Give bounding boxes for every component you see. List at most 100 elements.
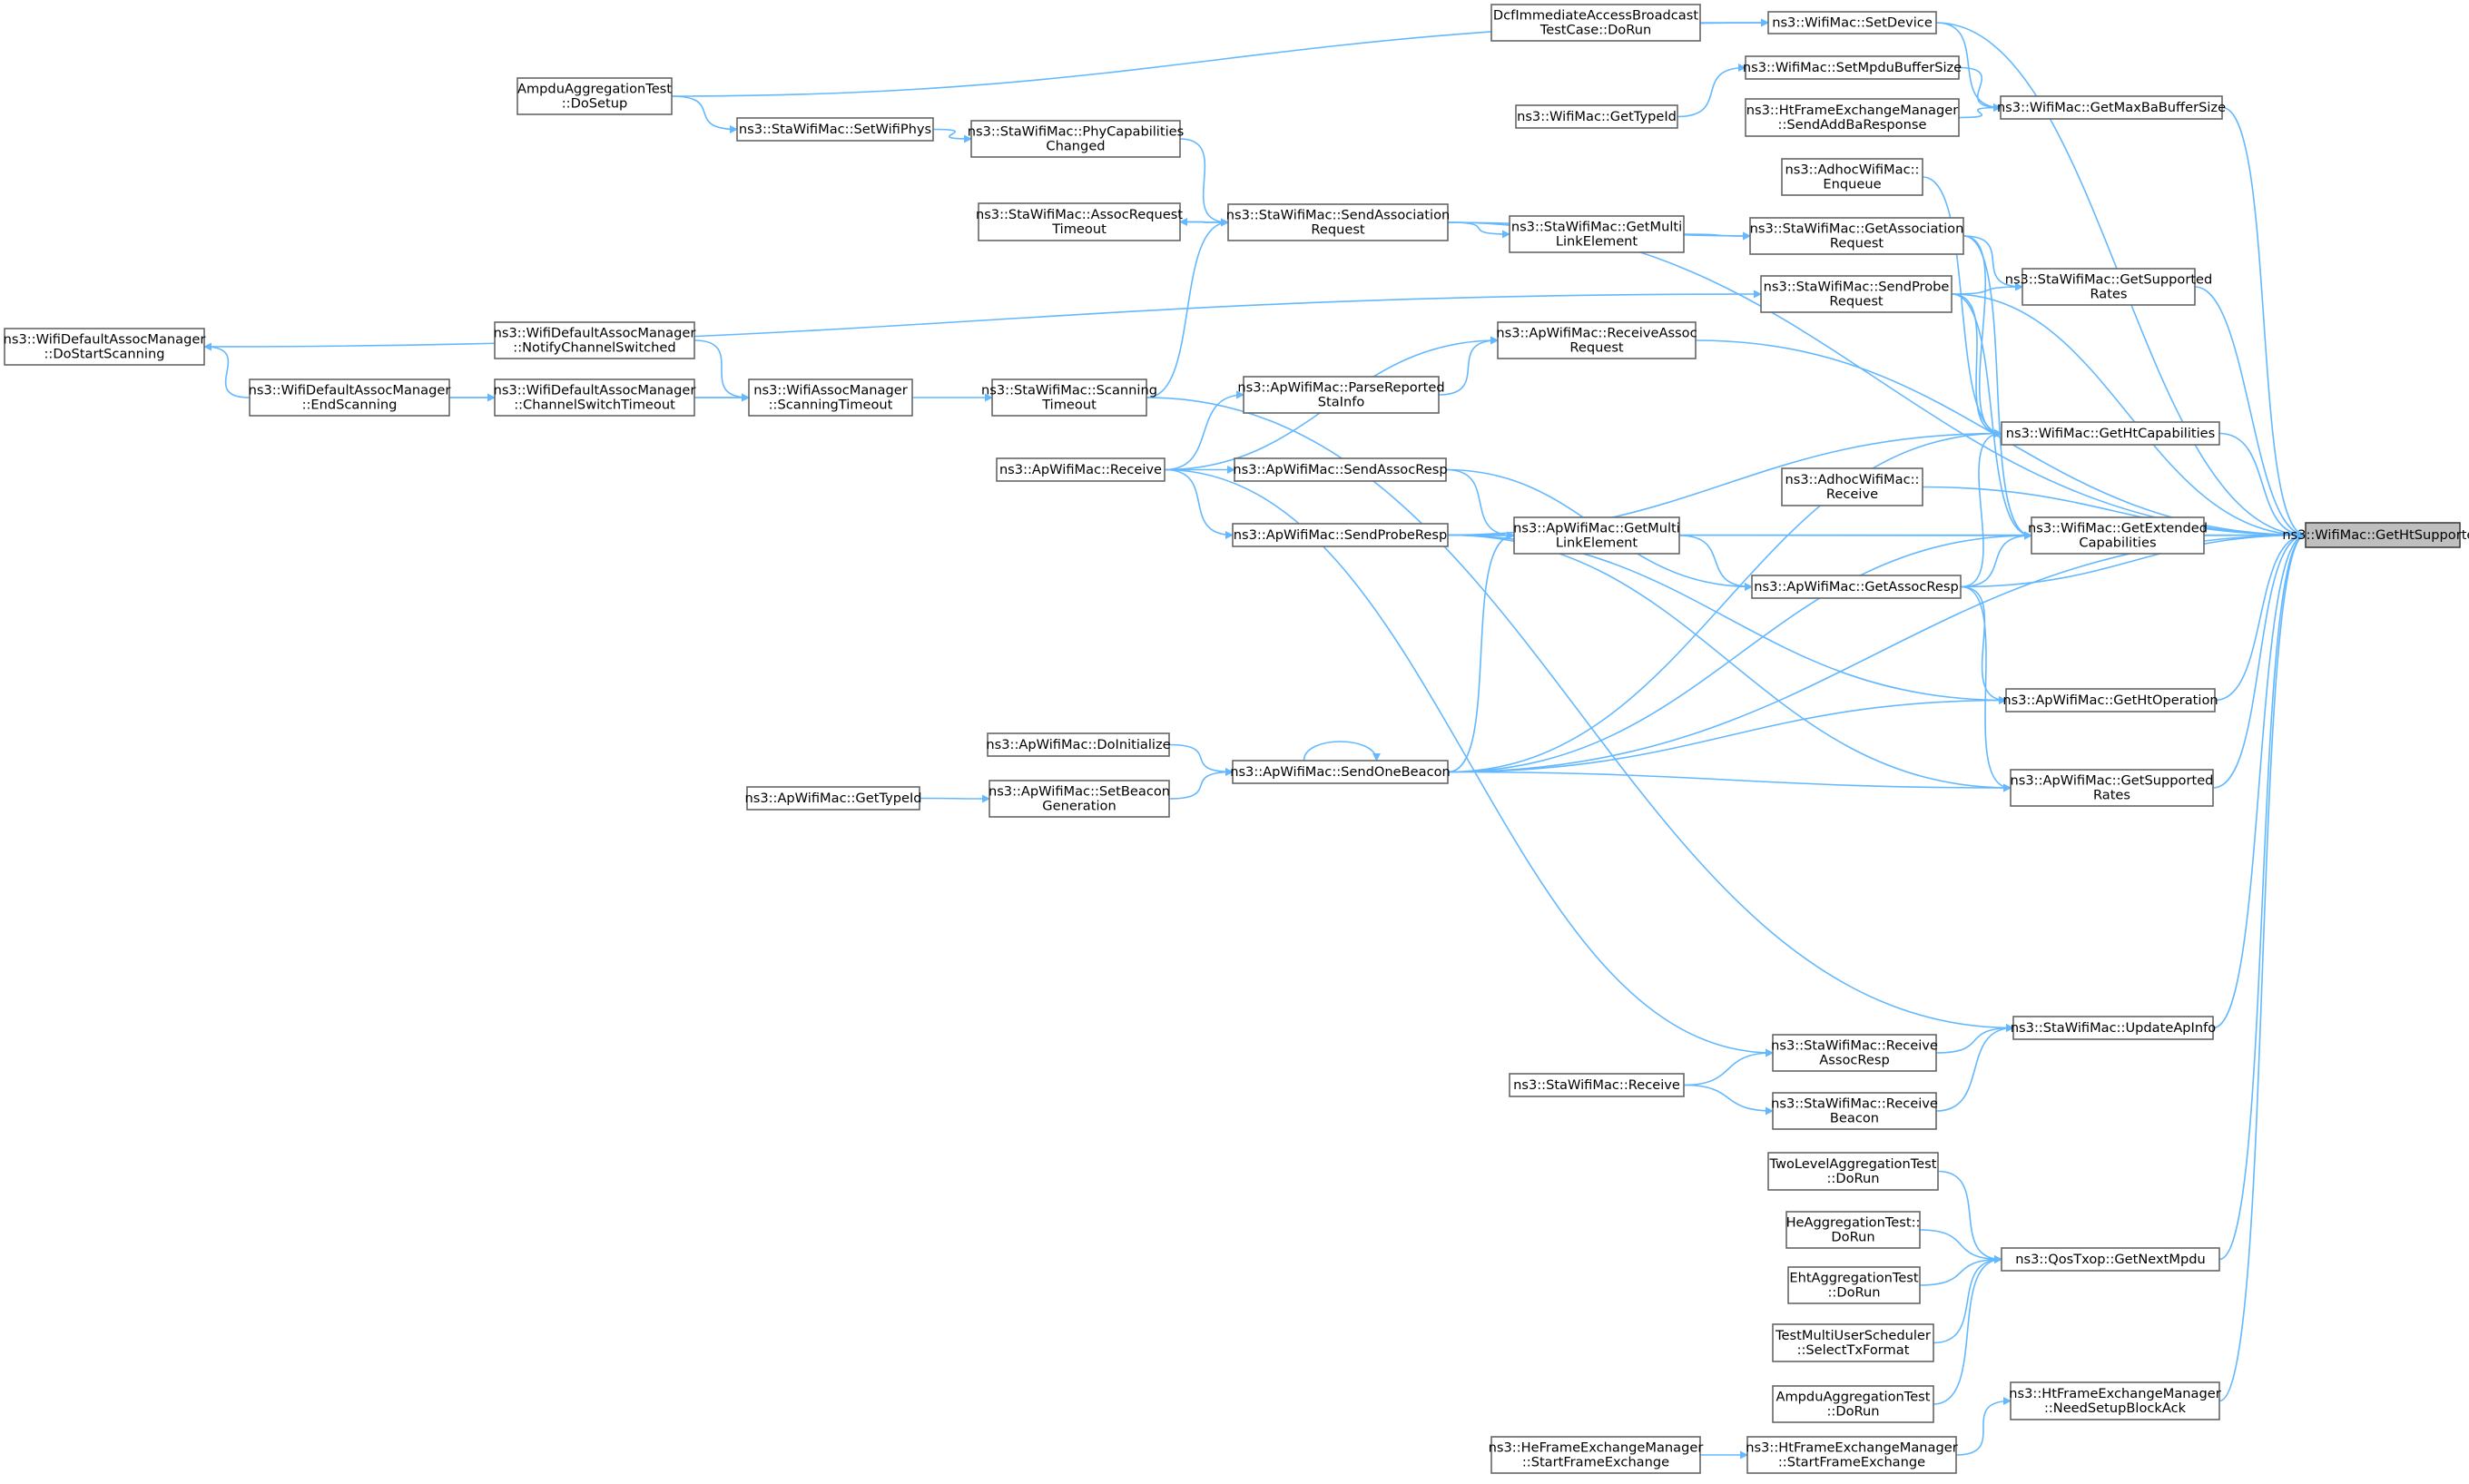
node-setdevice[interactable]: ns3::WifiMac::SetDevice — [1767, 11, 1937, 34]
node-label: DoRun — [1831, 1230, 1874, 1245]
node-scantimeout-am[interactable]: ns3::WifiAssocManager::ScanningTimeout — [748, 378, 913, 417]
node-box — [2010, 769, 2214, 807]
node-chswtimeout[interactable]: ns3::WifiDefaultAssocManager::ChannelSwi… — [494, 378, 696, 417]
edge-ht_start-to-needsetup — [1955, 1397, 2012, 1456]
node-needsetup[interactable]: ns3::HtFrameExchangeManager::NeedSetupBl… — [2009, 1381, 2221, 1420]
node-gethtcap[interactable]: ns3::WifiMac::GetHtCapabilities — [2001, 421, 2220, 446]
node-setmpdu[interactable]: ns3::WifiMac::SetMpduBufferSize — [1743, 55, 1962, 80]
node-label: ns3::ApWifiMac::GetTypeId — [744, 791, 921, 806]
edge-phycap-to-sendassocreq — [1179, 138, 1229, 227]
node-box — [1232, 523, 1449, 547]
edge-ap_getmulti-to-getassocresp — [1678, 535, 1753, 591]
node-label: ::DoRun — [1827, 1404, 1880, 1420]
edge-sendonebeacon-to-gethtcap — [1447, 429, 2002, 773]
node-root[interactable]: ns3::WifiMac::GetHtSupported — [2282, 522, 2469, 548]
node-box — [1760, 275, 1953, 313]
node-getnextmpdu[interactable]: ns3::QosTxop::GetNextMpdu — [2001, 1247, 2220, 1272]
node-ampdusetup[interactable]: AmpduAggregationTest::DoSetup — [516, 77, 673, 115]
edge-getassocresp-to-gethtcap — [1960, 429, 2002, 588]
node-scantimeout-sta[interactable]: ns3::StaWifiMac::ScanningTimeout — [981, 378, 1157, 417]
node-label: ns3::StaWifiMac::Receive — [1513, 1077, 1680, 1093]
node-label: ns3::WifiDefaultAssocManager — [494, 383, 696, 398]
edge-recvbeacon-to-updateapinfo — [1935, 1024, 2014, 1112]
edge-gethtop-to-root — [2214, 531, 2307, 702]
node-label: AssocResp — [1819, 1053, 1889, 1068]
node-ht-start[interactable]: ns3::HtFrameExchangeManager::StartFrameE… — [1746, 1436, 1958, 1474]
node-dcf[interactable]: DcfImmediateAccessBroadcastTestCase::DoR… — [1490, 4, 1701, 42]
node-getassocresp[interactable]: ns3::ApWifiMac::GetAssocResp — [1751, 575, 1962, 599]
node-ehtagg[interactable]: EhtAggregationTest::DoRun — [1787, 1266, 1921, 1304]
node-he-start[interactable]: ns3::HeFrameExchangeManager::StartFrameE… — [1489, 1436, 1704, 1474]
edge-setbeacongen-to-sendonebeacon — [1168, 768, 1234, 800]
node-box — [1746, 1436, 1957, 1474]
node-endscan[interactable]: ns3::WifiDefaultAssocManager::EndScannin… — [249, 378, 451, 417]
node-label: ns3::StaWifiMac::Receive — [1771, 1096, 1938, 1112]
node-htfem-sendaddba[interactable]: ns3::HtFrameExchangeManager::SendAddBaRe… — [1745, 98, 1960, 137]
node-testmu[interactable]: TestMultiUserScheduler::SelectTxFormat — [1772, 1323, 1934, 1362]
node-gettypeid-wm[interactable]: ns3::WifiMac::GetTypeId — [1515, 104, 1678, 129]
node-adhoc-enqueue[interactable]: ns3::AdhocWifiMac::Enqueue — [1781, 158, 1923, 196]
node-doinit[interactable]: ns3::ApWifiMac::DoInitialize — [986, 732, 1171, 757]
node-label: ::EndScanning — [302, 398, 398, 413]
node-box — [2000, 95, 2223, 120]
node-box — [1781, 158, 1923, 196]
node-sendassocresp[interactable]: ns3::ApWifiMac::SendAssocResp — [1233, 457, 1448, 482]
node-label: ns3::WifiMac::GetMaxBaBufferSize — [1997, 100, 2226, 115]
edge-setwifiphys-to-phycap — [932, 128, 972, 143]
node-label: ::DoRun — [1827, 1171, 1880, 1186]
node-adhoc-receive[interactable]: ns3::AdhocWifiMac::Receive — [1781, 467, 1923, 506]
node-sendproberesp[interactable]: ns3::ApWifiMac::SendProbeResp — [1232, 523, 1449, 547]
node-ampdurun[interactable]: AmpduAggregationTest::DoRun — [1772, 1385, 1934, 1423]
node-ap-receive[interactable]: ns3::ApWifiMac::Receive — [996, 457, 1166, 482]
node-ap-gettypeid[interactable]: ns3::ApWifiMac::GetTypeId — [744, 786, 922, 811]
node-label: Changed — [1046, 139, 1105, 154]
node-heagg[interactable]: HeAggregationTest::DoRun — [1785, 1211, 1921, 1249]
edge-sendprobereq-to-getextcap — [1951, 293, 2032, 540]
node-label: StaInfo — [1318, 395, 1365, 410]
node-label: ns3::ApWifiMac::GetSupported — [2011, 773, 2214, 789]
node-label: Request — [1829, 294, 1884, 310]
node-label: Receive — [1826, 486, 1878, 502]
node-notifych[interactable]: ns3::WifiDefaultAssocManager::NotifyChan… — [494, 321, 696, 359]
node-label: ns3::ApWifiMac::Receive — [999, 462, 1162, 477]
node-label: LinkElement — [1556, 234, 1638, 250]
node-updateapinfo[interactable]: ns3::StaWifiMac::UpdateApInfo — [2011, 1016, 2216, 1040]
node-label: ns3::ApWifiMac::SendProbeResp — [1234, 527, 1447, 543]
node-label: ::DoStartScanning — [44, 347, 165, 362]
node-label: ns3::HtFrameExchangeManager — [1746, 103, 1958, 118]
node-twolevel[interactable]: TwoLevelAggregationTest::DoRun — [1767, 1152, 1939, 1191]
nodes-layer: ns3::WifiMac::GetHtSupported DcfImmediate… — [4, 4, 2469, 1474]
node-getmaxba[interactable]: ns3::WifiMac::GetMaxBaBufferSize — [1997, 95, 2226, 120]
node-box — [1227, 203, 1449, 241]
node-dostartscan[interactable]: ns3::WifiDefaultAssocManager::DoStartSca… — [4, 328, 206, 366]
node-box — [1749, 217, 1964, 255]
node-label: Rates — [2093, 788, 2130, 803]
node-gethtop[interactable]: ns3::ApWifiMac::GetHtOperation — [2002, 688, 2218, 713]
node-label: LinkElement — [1556, 536, 1638, 551]
node-label: AmpduAggregationTest — [1776, 1390, 1930, 1405]
node-sendonebeacon[interactable]: ns3::ApWifiMac::SendOneBeacon — [1230, 760, 1451, 784]
node-setwifiphys[interactable]: ns3::StaWifiMac::SetWifiPhys — [736, 117, 934, 142]
node-box — [1745, 98, 1960, 137]
node-label: ns3::StaWifiMac::GetMulti — [1511, 220, 1682, 235]
node-box — [1490, 4, 1701, 42]
node-label: ns3::StaWifiMac::GetSupported — [2005, 272, 2213, 288]
node-sta-receive[interactable]: ns3::StaWifiMac::Receive — [1509, 1073, 1685, 1097]
edge-getassocresp-to-getextcap — [1960, 531, 2032, 588]
edge-ap_receive-to-recvassocresp — [1164, 468, 1774, 1057]
